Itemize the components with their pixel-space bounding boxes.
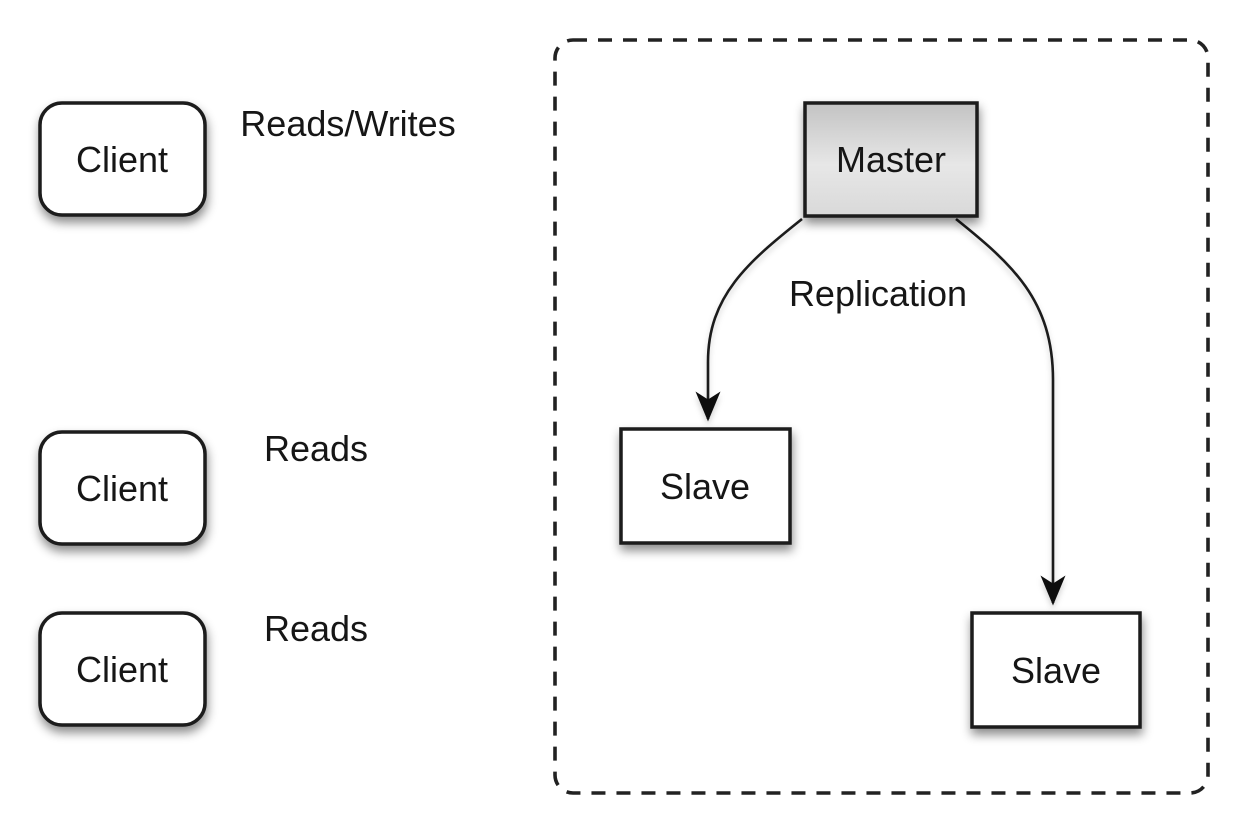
node-client-1: Client [38, 101, 207, 217]
node-slave-1-label: Slave [660, 466, 750, 507]
node-slave-2-box [970, 611, 1142, 729]
edge-replication-label: Replication [789, 273, 967, 314]
node-master-box [803, 101, 979, 218]
edge-reads-writes-label: Reads/Writes [240, 103, 455, 144]
node-client-2: Client [38, 430, 207, 546]
node-slave-2-label: Slave [1011, 650, 1101, 691]
node-slave-1-box [619, 427, 792, 545]
node-client-2-label: Client [76, 468, 168, 509]
cluster-boundary [553, 38, 1210, 795]
node-client-1-box [38, 101, 207, 217]
edge-replication-2 [955, 217, 1066, 606]
edge-replication-1 [695, 217, 803, 422]
node-client-1-label: Client [76, 139, 168, 180]
edge-replication-2-arrow [955, 217, 1066, 606]
node-slave-2: Slave [970, 611, 1142, 729]
edge-replication-1-arrow [695, 217, 803, 422]
node-master-label: Master [836, 139, 946, 180]
node-client-2-box [38, 430, 207, 546]
edge-reads-2-label: Reads [264, 608, 368, 649]
node-client-3-box [38, 611, 207, 727]
node-slave-1: Slave [619, 427, 792, 545]
node-client-3-label: Client [76, 649, 168, 690]
node-client-3: Client [38, 611, 207, 727]
edge-reads-1-label: Reads [264, 428, 368, 469]
node-master: Master [803, 101, 979, 218]
